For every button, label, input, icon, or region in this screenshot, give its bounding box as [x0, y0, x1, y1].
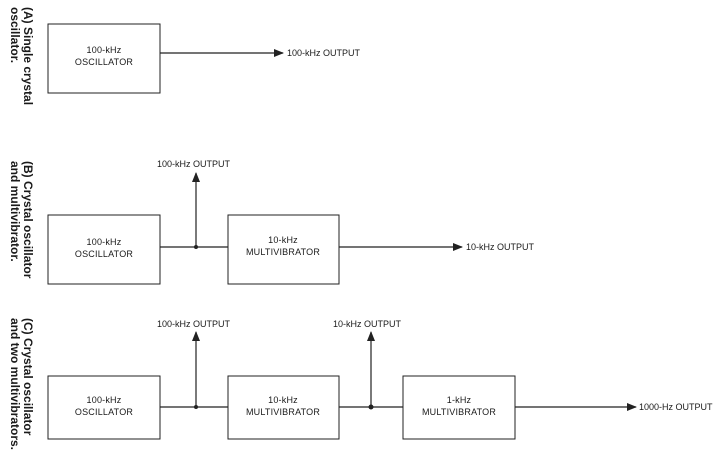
- oscillator-block-b: [47, 214, 161, 285]
- mv1-c-freq: 1-kHz: [447, 395, 472, 405]
- oscillator-b-name: OSCILLATOR: [75, 249, 133, 259]
- oscillator-b-freq: 100-kHz: [87, 237, 122, 247]
- output-label-c: 1000-Hz OUTPUT: [639, 402, 713, 412]
- section-b: 100-kHz OSCILLATOR 100-kHz OUTPUT 10-kHz…: [47, 159, 535, 285]
- tap-label-b: 100-kHz OUTPUT: [157, 159, 231, 169]
- oscillator-a-name: OSCILLATOR: [75, 57, 133, 67]
- tap-label-c1: 100-kHz OUTPUT: [157, 319, 231, 329]
- mv10-b-name: MULTIVIBRATOR: [246, 247, 320, 257]
- oscillator-c-freq: 100-kHz: [87, 395, 122, 405]
- oscillator-a-freq: 100-kHz: [87, 45, 122, 55]
- section-c: 100-kHz OSCILLATOR 100-kHz OUTPUT 10-kHz…: [47, 319, 713, 440]
- oscillator-block-a: [47, 23, 161, 94]
- oscillator-c-name: OSCILLATOR: [75, 407, 133, 417]
- output-label-a: 100-kHz OUTPUT: [287, 48, 361, 58]
- multivibrator-10k-block-c: [227, 375, 340, 440]
- mv10-c-freq: 10-kHz: [268, 395, 298, 405]
- mv10-c-name: MULTIVIBRATOR: [246, 407, 320, 417]
- tap-label-c2: 10-kHz OUTPUT: [333, 319, 402, 329]
- multivibrator-1k-block-c: [402, 375, 516, 440]
- mv10-b-freq: 10-kHz: [268, 235, 298, 245]
- output-label-b: 10-kHz OUTPUT: [466, 242, 535, 252]
- mv1-c-name: MULTIVIBRATOR: [422, 407, 496, 417]
- section-a: 100-kHz OSCILLATOR 100-kHz OUTPUT: [47, 23, 361, 94]
- oscillator-block-c: [47, 375, 161, 440]
- multivibrator-10k-block-b: [227, 214, 340, 285]
